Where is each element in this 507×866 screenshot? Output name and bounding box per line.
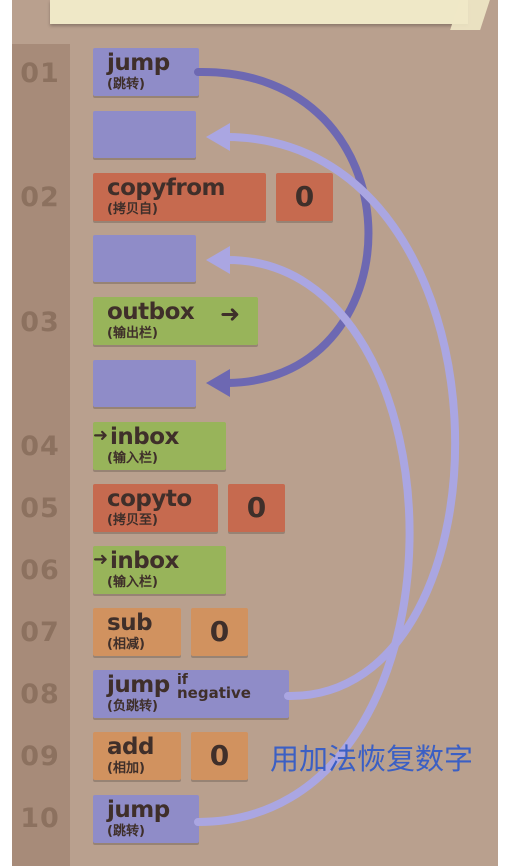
jump-if-label: if bbox=[177, 672, 188, 688]
jump-target-1[interactable] bbox=[93, 111, 196, 158]
line-number-08: 08 bbox=[20, 679, 60, 710]
command-subtitle: (拷贝自) bbox=[107, 202, 158, 217]
jump-negative-label: negative bbox=[177, 684, 251, 702]
jump-target-2[interactable] bbox=[93, 235, 196, 282]
command-inbox-04[interactable]: ➜ inbox (输入栏) bbox=[93, 422, 226, 470]
command-jump-if-negative-08[interactable]: jump if negative (负跳转) bbox=[93, 670, 289, 718]
command-subtitle: (输出栏) bbox=[107, 326, 158, 341]
command-subtitle: (拷贝至) bbox=[107, 513, 158, 528]
command-add-09[interactable]: add (相加) bbox=[93, 732, 181, 780]
command-jump-01[interactable]: jump (跳转) bbox=[93, 48, 199, 96]
command-name: jump bbox=[107, 50, 170, 76]
command-subtitle: (相减) bbox=[107, 637, 145, 652]
copyfrom-argument[interactable]: 0 bbox=[276, 173, 333, 221]
line-number-06: 06 bbox=[20, 555, 60, 586]
command-subtitle: (输入栏) bbox=[107, 451, 158, 466]
line-number-10: 10 bbox=[20, 803, 60, 834]
inbox-arrow-icon: ➜ bbox=[93, 549, 109, 570]
line-number-gutter bbox=[12, 44, 70, 866]
command-name: inbox bbox=[110, 424, 179, 450]
command-name: copyfrom bbox=[107, 175, 226, 201]
command-subtitle: (负跳转) bbox=[107, 699, 158, 714]
command-subtitle: (跳转) bbox=[107, 77, 145, 92]
command-sub-07[interactable]: sub (相减) bbox=[93, 608, 181, 656]
command-name: jump bbox=[107, 797, 170, 823]
command-name: add bbox=[107, 734, 154, 760]
paper-strip bbox=[50, 0, 468, 24]
command-outbox-03[interactable]: outbox (输出栏) ➜ bbox=[93, 297, 258, 345]
command-jump-10[interactable]: jump (跳转) bbox=[93, 795, 199, 843]
outbox-arrow-icon: ➜ bbox=[220, 300, 241, 328]
command-name: outbox bbox=[107, 299, 195, 325]
command-copyfrom-02[interactable]: copyfrom (拷贝自) bbox=[93, 173, 266, 221]
caption-text: 用加法恢复数字 bbox=[270, 742, 474, 776]
command-name: copyto bbox=[107, 486, 192, 512]
command-subtitle: (跳转) bbox=[107, 824, 145, 839]
command-subtitle: (输入栏) bbox=[107, 575, 158, 590]
command-name: jump bbox=[107, 672, 170, 698]
line-number-01: 01 bbox=[20, 58, 60, 89]
command-name: sub bbox=[107, 610, 153, 636]
add-argument[interactable]: 0 bbox=[191, 732, 248, 780]
command-name: inbox bbox=[110, 548, 179, 574]
inbox-arrow-icon: ➜ bbox=[93, 425, 109, 446]
line-number-09: 09 bbox=[20, 741, 60, 772]
line-number-04: 04 bbox=[20, 431, 60, 462]
line-number-03: 03 bbox=[20, 307, 60, 338]
line-number-05: 05 bbox=[20, 493, 60, 524]
line-number-07: 07 bbox=[20, 617, 60, 648]
sub-argument[interactable]: 0 bbox=[191, 608, 248, 656]
line-number-02: 02 bbox=[20, 182, 60, 213]
command-copyto-05[interactable]: copyto (拷贝至) bbox=[93, 484, 218, 532]
command-inbox-06[interactable]: ➜ inbox (输入栏) bbox=[93, 546, 226, 594]
command-subtitle: (相加) bbox=[107, 761, 145, 776]
copyto-argument[interactable]: 0 bbox=[228, 484, 285, 532]
jump-target-3[interactable] bbox=[93, 360, 196, 407]
